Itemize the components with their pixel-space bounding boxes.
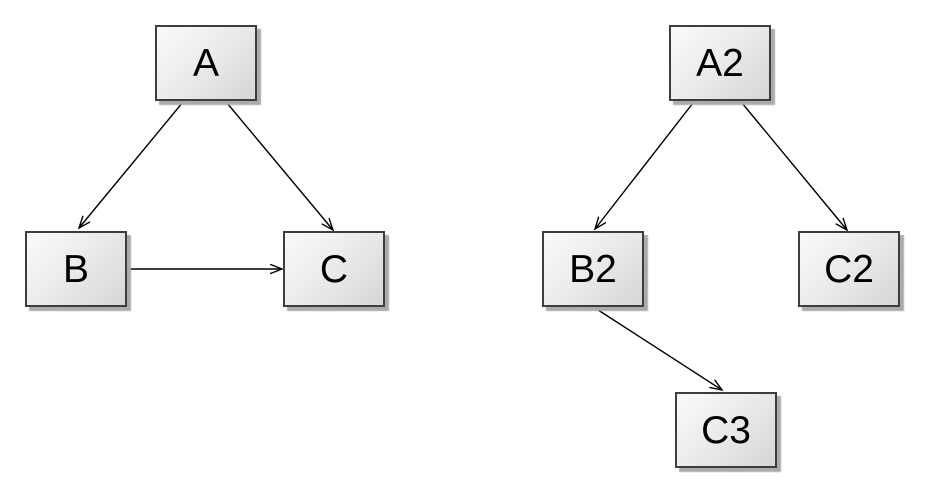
node-A[interactable]: A — [155, 25, 257, 101]
node-A-label: A — [192, 41, 219, 85]
node-C3[interactable]: C3 — [675, 392, 777, 468]
edge-A2-B2[interactable] — [595, 102, 694, 229]
node-B2[interactable]: B2 — [542, 231, 644, 307]
node-C2-label: C2 — [824, 247, 874, 291]
node-B[interactable]: B — [25, 231, 127, 307]
edge-A-B[interactable] — [79, 101, 184, 228]
node-A2[interactable]: A2 — [669, 25, 771, 101]
node-B2-label: B2 — [569, 247, 617, 291]
node-C[interactable]: C — [283, 231, 385, 307]
node-B-label: B — [62, 247, 89, 291]
node-C-label: C — [319, 247, 349, 291]
edge-B2-C3[interactable] — [594, 307, 722, 390]
edge-A2-C2[interactable] — [741, 102, 847, 230]
node-C2[interactable]: C2 — [798, 231, 900, 307]
node-A2-label: A2 — [696, 41, 744, 85]
edge-A-C[interactable] — [226, 102, 333, 230]
node-C3-label: C3 — [701, 408, 751, 452]
